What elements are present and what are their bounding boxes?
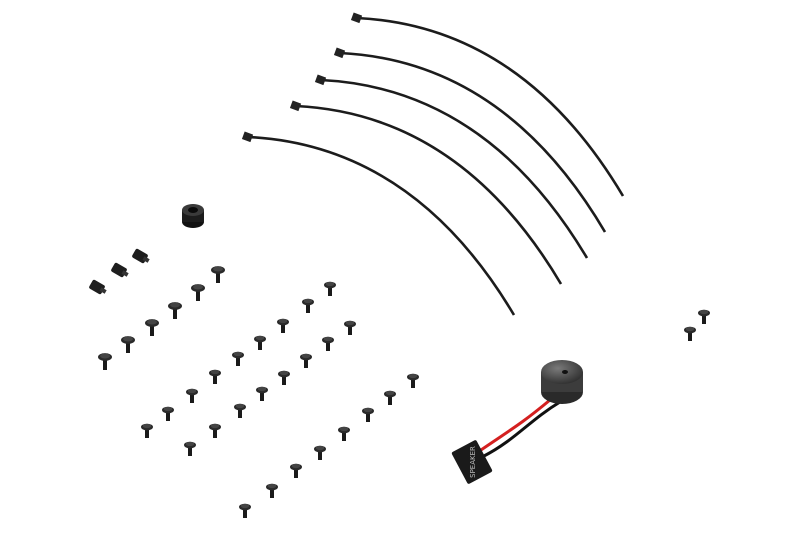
- spacer: [182, 204, 204, 228]
- screw: [698, 309, 710, 324]
- screw: [256, 386, 268, 401]
- screw: [314, 445, 326, 460]
- screw: [254, 335, 266, 350]
- screw: [191, 284, 205, 301]
- screw: [362, 407, 374, 422]
- screw: [684, 326, 696, 341]
- standoff: [132, 248, 150, 264]
- red-wire: [477, 398, 551, 454]
- standoffs: [89, 248, 150, 295]
- speaker-label: SPEAKER: [469, 446, 477, 478]
- screw: [209, 369, 221, 384]
- screw: [98, 353, 112, 370]
- cable-tie: [333, 47, 607, 233]
- speaker-buzzer: SPEAKER: [451, 360, 583, 484]
- standoff: [89, 279, 107, 295]
- standoff: [111, 262, 129, 278]
- cable-tie: [314, 74, 589, 259]
- screw: [302, 298, 314, 313]
- cable-tie: [350, 12, 625, 197]
- cable-ties: [241, 12, 625, 316]
- screw: [338, 426, 350, 441]
- screw: [266, 483, 278, 498]
- screw: [184, 441, 196, 456]
- screw: [232, 351, 244, 366]
- screw: [300, 353, 312, 368]
- screw: [186, 388, 198, 403]
- screw: [277, 318, 289, 333]
- screw: [141, 423, 153, 438]
- screw: [384, 390, 396, 405]
- screw: [290, 463, 302, 478]
- screw: [407, 373, 419, 388]
- screw: [234, 403, 246, 418]
- screw: [322, 336, 334, 351]
- screw: [278, 370, 290, 385]
- speaker-connector: SPEAKER: [451, 440, 493, 484]
- screw: [162, 406, 174, 421]
- screw: [145, 319, 159, 336]
- black-wire: [483, 400, 561, 458]
- screws: [98, 266, 710, 518]
- cable-tie: [289, 100, 563, 285]
- screw: [211, 266, 225, 283]
- screw: [168, 302, 182, 319]
- cable-tie: [241, 131, 516, 316]
- screw: [344, 320, 356, 335]
- screw: [324, 281, 336, 296]
- screw: [239, 503, 251, 518]
- screw: [209, 423, 221, 438]
- screw: [121, 336, 135, 353]
